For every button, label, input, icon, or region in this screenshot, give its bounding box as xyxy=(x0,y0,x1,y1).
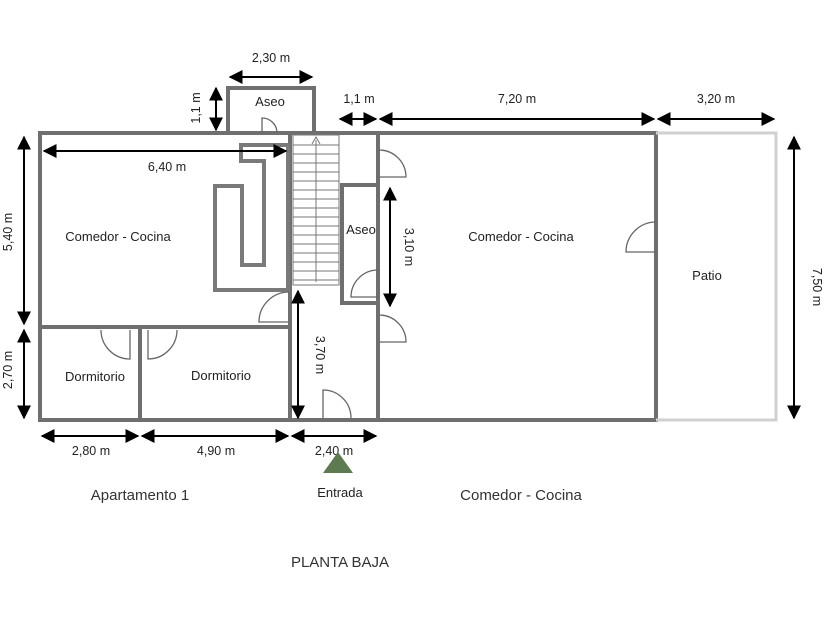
room-label-patio: Patio xyxy=(692,268,722,283)
door-left-kitchen xyxy=(258,291,290,323)
dimension-lines xyxy=(17,70,801,443)
door-patio xyxy=(625,221,657,253)
apartment-2-outline xyxy=(376,131,658,422)
room-label-aseo-middle: Aseo xyxy=(346,222,376,237)
door-right-entry-2 xyxy=(378,314,407,343)
walls xyxy=(38,86,778,422)
room-label-comedor-cocina-right: Comedor - Cocina xyxy=(468,229,574,244)
dimension-labels: 2,30 m 1,1 m 1,1 m 7,20 m 3,20 m 6,40 m … xyxy=(1,51,824,458)
apartment-2-caption: Comedor - Cocina xyxy=(460,487,582,504)
captions: Entrada Apartamento 1 Comedor - Cocina P… xyxy=(91,485,583,571)
room-label-aseo-top: Aseo xyxy=(255,94,285,109)
door-aseo-top xyxy=(261,117,278,134)
aseo-middle-outline xyxy=(340,183,380,305)
dim-aseo-depth: 1,1 m xyxy=(189,92,203,123)
apartment-1-caption: Apartamento 1 xyxy=(91,487,189,504)
door-entrance xyxy=(322,389,352,419)
dim-aseo-middle-depth: 3,10 m xyxy=(402,228,416,266)
dim-dormitorio-1-width: 2,80 m xyxy=(72,444,110,458)
patio-outline xyxy=(656,131,778,422)
room-labels: Comedor - Cocina Dormitorio Dormitorio A… xyxy=(65,94,722,384)
dim-left-unit-depth: 5,40 m xyxy=(1,213,15,251)
dim-dormitorio-2-width: 4,90 m xyxy=(197,444,235,458)
dim-total-depth: 7,50 m xyxy=(810,268,824,306)
dim-aseo-width: 2,30 m xyxy=(252,51,290,65)
dim-entrance-depth: 3,70 m xyxy=(313,336,327,374)
aseo-top-outline xyxy=(226,86,316,135)
dim-corridor-width: 1,1 m xyxy=(343,92,374,106)
dim-entrance-width: 2,40 m xyxy=(315,444,353,458)
plan-title: PLANTA BAJA xyxy=(291,554,389,571)
staircase xyxy=(292,134,340,286)
dim-dormitorio-depth: 2,70 m xyxy=(1,351,15,389)
entrance-label: Entrada xyxy=(317,485,363,500)
entrance-arrow-icon xyxy=(323,452,353,473)
door-dormitorio-2 xyxy=(147,329,178,360)
door-dormitorio-1 xyxy=(100,329,131,360)
doors xyxy=(100,117,657,419)
room-label-dormitorio-1: Dormitorio xyxy=(65,369,125,384)
room-label-comedor-cocina-left: Comedor - Cocina xyxy=(65,229,171,244)
door-right-entry-1 xyxy=(378,149,407,178)
door-aseo-middle xyxy=(350,269,379,298)
dim-left-unit-width: 6,40 m xyxy=(148,160,186,174)
kitchen-counter xyxy=(213,143,290,292)
dim-right-unit-width: 7,20 m xyxy=(498,92,536,106)
dim-patio-width: 3,20 m xyxy=(697,92,735,106)
room-label-dormitorio-2: Dormitorio xyxy=(191,368,251,383)
